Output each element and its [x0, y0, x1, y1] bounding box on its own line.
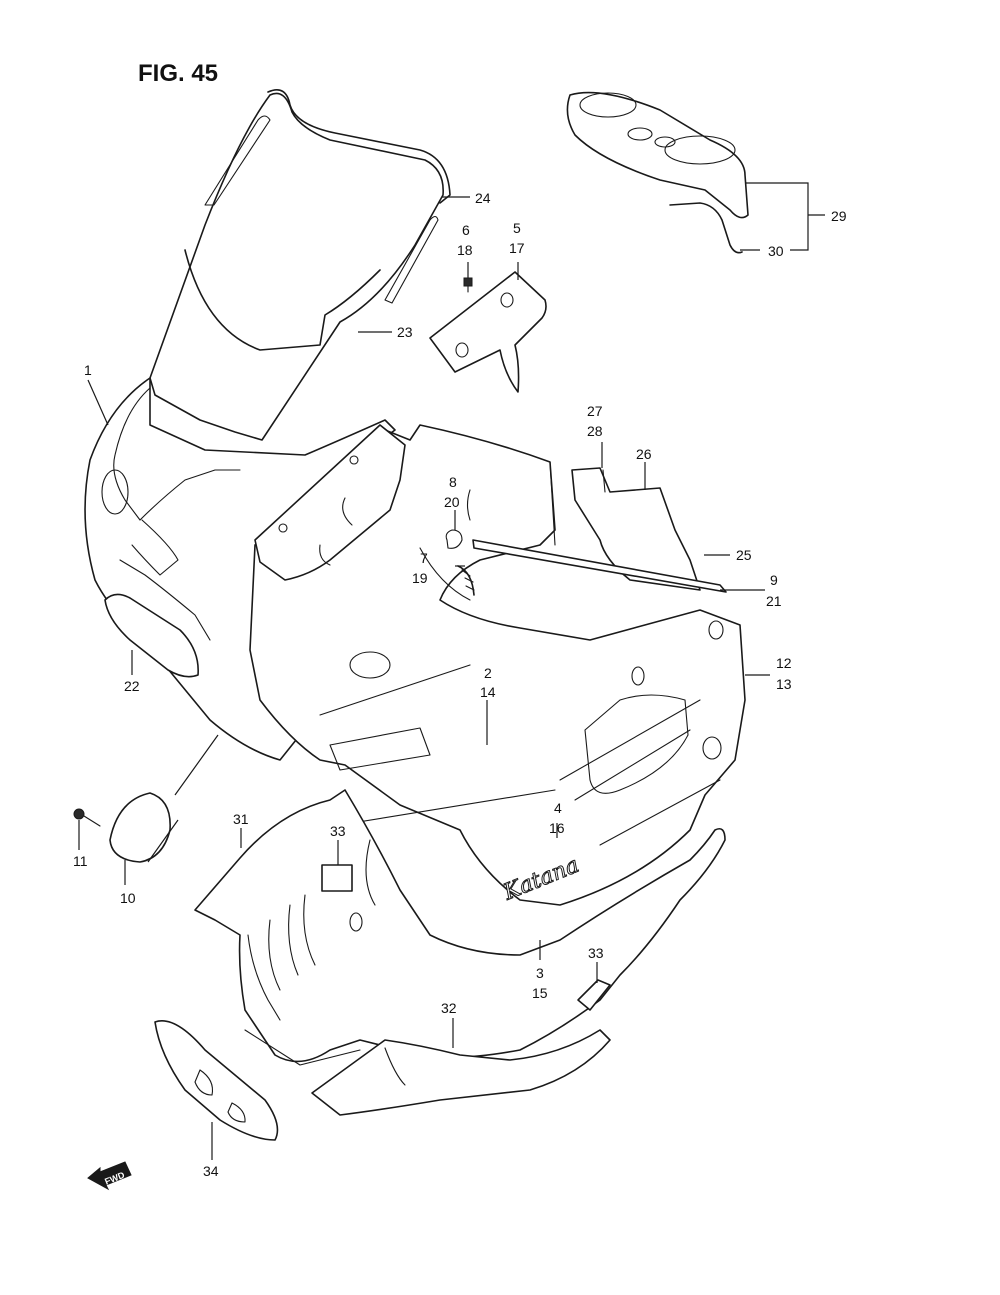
callout-29: 29 [831, 208, 847, 224]
round-cover [109, 792, 171, 863]
callout-8: 8 [449, 474, 457, 490]
trim-strip [472, 539, 727, 593]
callout-4: 4 [554, 800, 562, 816]
callout-31: 31 [233, 811, 249, 827]
side-cowling-upper [249, 424, 746, 906]
inner-bracket [429, 271, 547, 393]
callout-10: 10 [120, 890, 136, 906]
callout-22: 22 [124, 678, 140, 694]
callout-5: 5 [513, 220, 521, 236]
callout-18: 18 [457, 242, 473, 258]
callout-3: 3 [536, 965, 544, 981]
screw-6-18 [463, 277, 473, 293]
callout-21: 21 [766, 593, 782, 609]
callout-7: 7 [420, 550, 428, 566]
upper-cowling [84, 377, 396, 761]
meter-panel [566, 91, 749, 254]
callout-30: 30 [768, 243, 784, 259]
callout-1: 1 [84, 362, 92, 378]
callout-19: 19 [412, 570, 428, 586]
windscreen-seal [267, 89, 451, 204]
callout-13: 13 [776, 676, 792, 692]
callout-34: 34 [203, 1163, 219, 1179]
callout-20: 20 [444, 494, 460, 510]
callout-14: 14 [480, 684, 496, 700]
clip-8-20 [445, 529, 463, 549]
callout-9: 9 [770, 572, 778, 588]
callout-15: 15 [532, 985, 548, 1001]
leader-lines [78, 182, 825, 1160]
forward-direction-arrow: FWD [87, 1161, 132, 1191]
callout-23: 23 [397, 324, 413, 340]
callout-17: 17 [509, 240, 525, 256]
callout-27: 27 [587, 403, 603, 419]
side-bracket-34 [154, 1020, 279, 1141]
inner-cowl-bracket [254, 424, 406, 581]
callout-16: 16 [549, 820, 565, 836]
callout-12: 12 [776, 655, 792, 671]
callout-32: 32 [441, 1000, 457, 1016]
callout-24: 24 [475, 190, 491, 206]
callout-6: 6 [462, 222, 470, 238]
rubber-pad-33-right [577, 979, 611, 1011]
figure-title: FIG. 45 [138, 60, 218, 87]
callout-2: 2 [484, 665, 492, 681]
callout-26: 26 [636, 446, 652, 462]
callout-33-right: 33 [588, 945, 604, 961]
callout-11: 11 [73, 853, 88, 869]
windscreen [149, 92, 444, 441]
callout-25: 25 [736, 547, 752, 563]
grommet-7-19 [457, 565, 475, 596]
screw-11 [73, 808, 101, 827]
callout-33-left: 33 [330, 823, 346, 839]
air-vent-panel [104, 593, 199, 678]
under-panel [311, 1029, 611, 1116]
callout-28: 28 [587, 423, 603, 439]
callout-labels: 1 2 14 3 15 4 16 5 17 6 18 7 19 8 20 9 2… [73, 190, 847, 1179]
